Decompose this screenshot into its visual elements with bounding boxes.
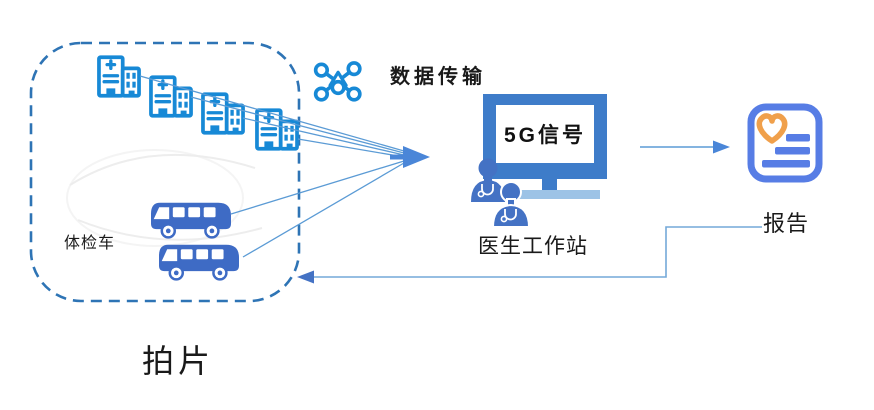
hospital-icon — [97, 55, 141, 98]
hospital-icon — [149, 75, 193, 118]
exam-action-label: 拍片 — [142, 343, 215, 379]
heart-icon — [756, 113, 788, 144]
bus-icon — [151, 202, 231, 239]
monitor-screen: 5G信号 — [496, 105, 594, 163]
report-icon — [747, 103, 823, 183]
doctors-icon — [471, 158, 531, 228]
workstation-monitor: 5G信号 — [483, 94, 607, 179]
doctor-workstation-label: 医生工作站 — [478, 235, 588, 258]
exam-vehicle-label: 体检车 — [64, 235, 116, 252]
report-label: 报告 — [763, 211, 810, 236]
hospital-icon — [201, 92, 245, 135]
monitor-stand — [542, 179, 557, 191]
monitor-screen-text: 5G信号 — [503, 124, 586, 147]
bus-icon — [159, 244, 239, 281]
data-transmission-label: 数据传输 — [390, 66, 486, 88]
doctor-icon — [491, 181, 531, 228]
workstation-to-report-arrow — [640, 140, 730, 154]
doctor-icon — [471, 158, 505, 202]
monitor-base — [518, 190, 600, 199]
network-icon — [313, 61, 362, 102]
hospital-icon — [255, 108, 299, 151]
converge-arrowhead — [390, 146, 430, 168]
